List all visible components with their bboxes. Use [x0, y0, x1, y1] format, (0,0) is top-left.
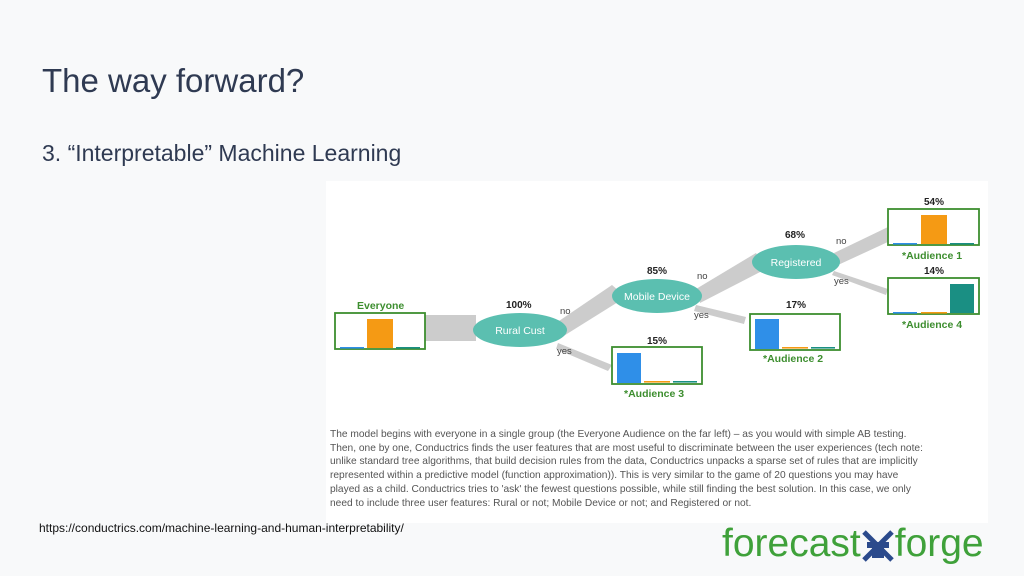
flow-mobile-audience2 [694, 305, 746, 324]
flow-registered-audience1 [834, 227, 890, 265]
everyone-label: Everyone [357, 300, 404, 312]
rural-no-label: no [560, 306, 571, 317]
audience2-bar-orange [782, 347, 808, 349]
registered-label: Registered [771, 257, 822, 269]
audience1-bar-blue [893, 243, 917, 245]
rural-cust-label: Rural Cust [495, 325, 545, 337]
audience2-bar-blue [755, 319, 779, 349]
audience3-bar-orange [644, 381, 670, 383]
audience1-percent: 54% [924, 197, 944, 208]
decision-tree-diagram: Everyone 100% Rural Cust no yes 15% *Aud… [334, 197, 980, 400]
figure-caption: The model begins with everyone in a sing… [330, 429, 923, 509]
slide-subtitle: 3. “Interpretable” Machine Learning [42, 140, 402, 166]
flow-bands [418, 227, 890, 371]
audience3-label: *Audience 3 [624, 388, 684, 400]
audience2-percent: 17% [786, 300, 806, 311]
audience4-bar-teal [950, 284, 974, 313]
logo-text-right: forge [894, 522, 984, 565]
mobile-device-label: Mobile Device [624, 291, 690, 303]
audience1-bar-teal [950, 243, 974, 245]
audience4-bar-blue [893, 312, 917, 314]
anvil-icon [861, 529, 894, 562]
audience2-label: *Audience 2 [763, 353, 823, 365]
audience3-percent: 15% [647, 336, 667, 347]
source-link[interactable]: https://conductrics.com/machine-learning… [39, 521, 404, 535]
everyone-bar-teal [396, 347, 420, 349]
audience4-percent: 14% [924, 266, 944, 277]
mobile-percent: 85% [647, 266, 667, 277]
flow-rural-mobile [556, 285, 626, 337]
flow-rural-audience3 [556, 343, 612, 371]
audience1-bar-orange [921, 215, 947, 244]
registered-percent: 68% [785, 230, 805, 241]
everyone-bar-orange [367, 319, 393, 348]
mobile-device-node [612, 279, 702, 313]
everyone-bar-blue [340, 347, 364, 349]
audience4-bar-orange [921, 312, 947, 314]
rural-cust-node [473, 313, 567, 347]
flow-everyone-rural [418, 315, 476, 341]
audience3-bar-blue [617, 353, 641, 383]
audience2-bar-teal [811, 347, 835, 349]
mobile-yes-label: yes [694, 310, 709, 321]
logo-text-left: forecast [722, 522, 861, 565]
flow-mobile-registered [696, 253, 766, 303]
audience1-label: *Audience 1 [902, 250, 962, 262]
audience3-bar-teal [673, 381, 697, 383]
registered-no-label: no [836, 236, 847, 247]
slide-title: The way forward? [42, 62, 305, 99]
audience4-label: *Audience 4 [902, 319, 962, 331]
mobile-no-label: no [697, 271, 708, 282]
rural-yes-label: yes [557, 346, 572, 357]
registered-node [752, 245, 840, 279]
flow-registered-audience4 [832, 271, 888, 295]
rural-percent: 100% [506, 300, 532, 311]
registered-yes-label: yes [834, 276, 849, 287]
decision-tree-figure: Everyone 100% Rural Cust no yes 15% *Aud… [326, 181, 988, 523]
forecast-forge-logo: forecast forge [722, 522, 984, 566]
